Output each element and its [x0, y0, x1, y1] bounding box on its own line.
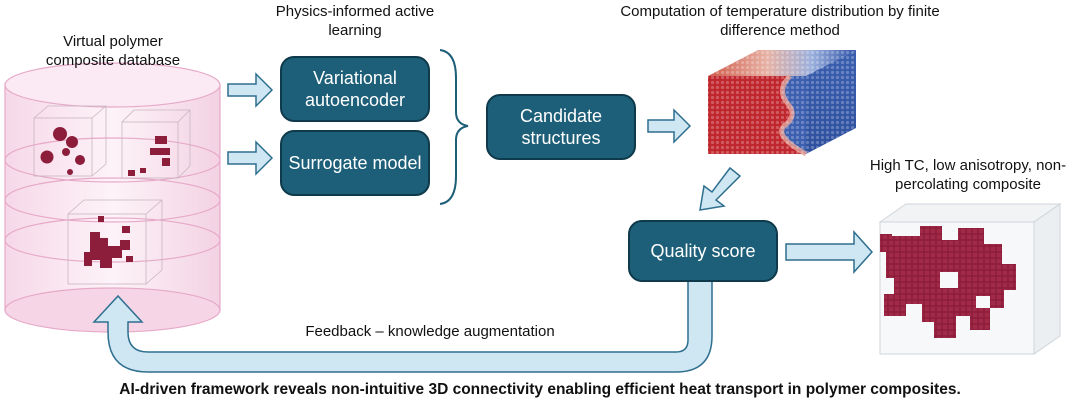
- vae-box: Variational autoencoder: [280, 56, 430, 122]
- arrow-to-quality: [699, 166, 742, 211]
- brace: [439, 49, 469, 205]
- sample-cube-3: [67, 199, 163, 285]
- arrow-to-surrogate: [227, 140, 274, 176]
- sample-cube-2: [121, 109, 191, 179]
- sample-cube-1: [33, 105, 107, 177]
- caption: AI-driven framework reveals non-intuitiv…: [119, 381, 961, 398]
- quality-box: Quality score: [628, 220, 778, 282]
- arrow-to-computation: [647, 108, 692, 144]
- feedback-arrow: [92, 279, 713, 373]
- result-composite: [878, 203, 1062, 355]
- temperature-cube: [708, 50, 856, 157]
- database-label: Virtual polymer composite database: [45, 33, 181, 69]
- learning-label: Physics-informed active learning: [275, 3, 435, 39]
- candidate-box: Candidate structures: [486, 94, 636, 160]
- arrow-to-vae: [227, 72, 274, 108]
- result-label: High TC, low anisotropy, non-percolating…: [869, 157, 1067, 193]
- surrogate-box: Surrogate model: [280, 130, 430, 196]
- computation-label: Computation of temperature distribution …: [620, 3, 940, 39]
- database-cylinder: [4, 62, 221, 333]
- feedback-label: Feedback – knowledge augmentation: [305, 323, 555, 340]
- arrow-to-result: [785, 230, 874, 274]
